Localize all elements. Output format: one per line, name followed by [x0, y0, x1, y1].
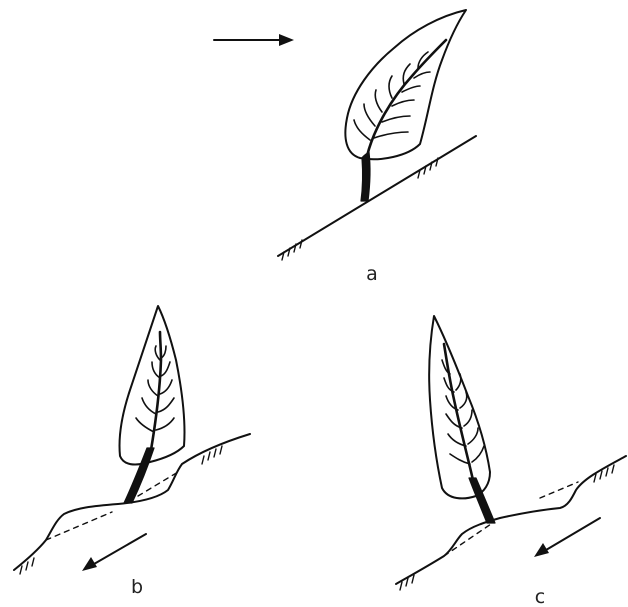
wind-direction-arrow — [214, 34, 294, 46]
panel-c: c — [396, 316, 626, 607]
slide-direction-arrow-c — [534, 518, 600, 557]
panel-label-c: c — [535, 586, 545, 607]
panel-b: b — [14, 306, 250, 598]
ground-hatching-b — [20, 446, 222, 574]
slope-ground-a — [278, 136, 476, 256]
tree-trunk-c — [469, 478, 495, 523]
original-surface-b-lower — [46, 512, 112, 540]
tree-twigs-a — [354, 52, 430, 140]
slope-ground-c — [396, 456, 626, 584]
panel-label-b: b — [131, 576, 143, 598]
panel-a: a — [214, 10, 476, 285]
original-surface-c-lower — [444, 522, 494, 556]
tree-branch-a — [367, 40, 446, 156]
tree-trunk-a — [361, 152, 370, 201]
tree-a — [345, 10, 466, 201]
tree-crown-c — [429, 316, 490, 498]
slide-direction-arrow-b — [82, 534, 146, 571]
panel-label-a: a — [366, 263, 378, 285]
tree-c — [429, 316, 495, 523]
